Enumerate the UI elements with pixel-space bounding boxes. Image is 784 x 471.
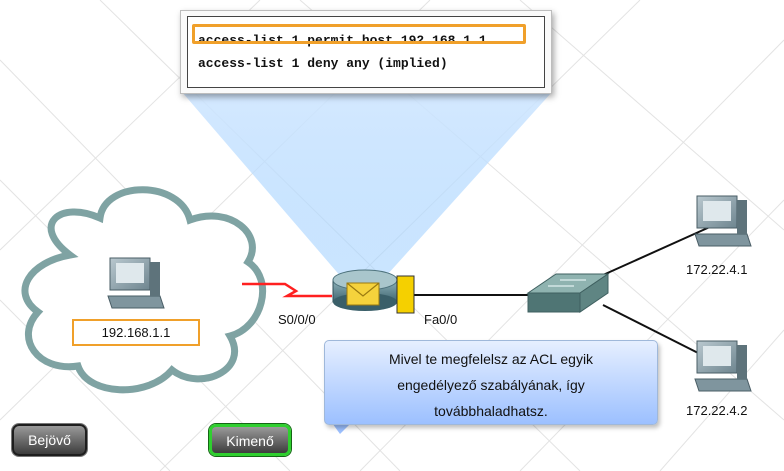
source-pc-icon	[107, 257, 165, 309]
callout-line-1: Mivel te megfelelsz az ACL egyik	[388, 351, 594, 367]
switch-icon	[526, 273, 610, 313]
outbound-button[interactable]: Kimenő	[209, 424, 291, 456]
serial-interface-label: S0/0/0	[278, 312, 316, 327]
acl-permit-statement: access-list 1 permit host 192.168.1.1	[198, 33, 487, 48]
acl-projection-beam	[182, 92, 552, 285]
serial-link	[242, 282, 332, 298]
acl-match-highlight	[192, 24, 526, 44]
acl-panel-inner: access-list 1 permit host 192.168.1.1 ac…	[187, 16, 545, 88]
switch-host2-link	[602, 304, 713, 361]
callout-line-3: továbbhaladhatsz.	[434, 403, 548, 419]
info-callout: Mivel te megfelelsz az ACL egyik engedél…	[324, 340, 658, 425]
host2-ip-label: 172.22.4.2	[686, 403, 748, 418]
acl-panel: access-list 1 permit host 192.168.1.1 ac…	[180, 10, 552, 94]
host1-ip-label: 172.22.4.1	[686, 262, 748, 277]
source-ip-label: 192.168.1.1	[72, 319, 200, 346]
host1-pc-icon	[694, 195, 752, 247]
envelope-icon	[346, 282, 380, 306]
fastethernet-interface-label: Fa0/0	[424, 312, 458, 327]
switch-host1-link	[602, 225, 713, 276]
callout-line-2: engedélyező szabályának, így	[397, 377, 585, 393]
host2-pc-icon	[694, 340, 752, 392]
port-marker	[396, 275, 415, 314]
inbound-button[interactable]: Bejövő	[12, 424, 87, 456]
acl-deny-statement: access-list 1 deny any (implied)	[198, 56, 448, 71]
